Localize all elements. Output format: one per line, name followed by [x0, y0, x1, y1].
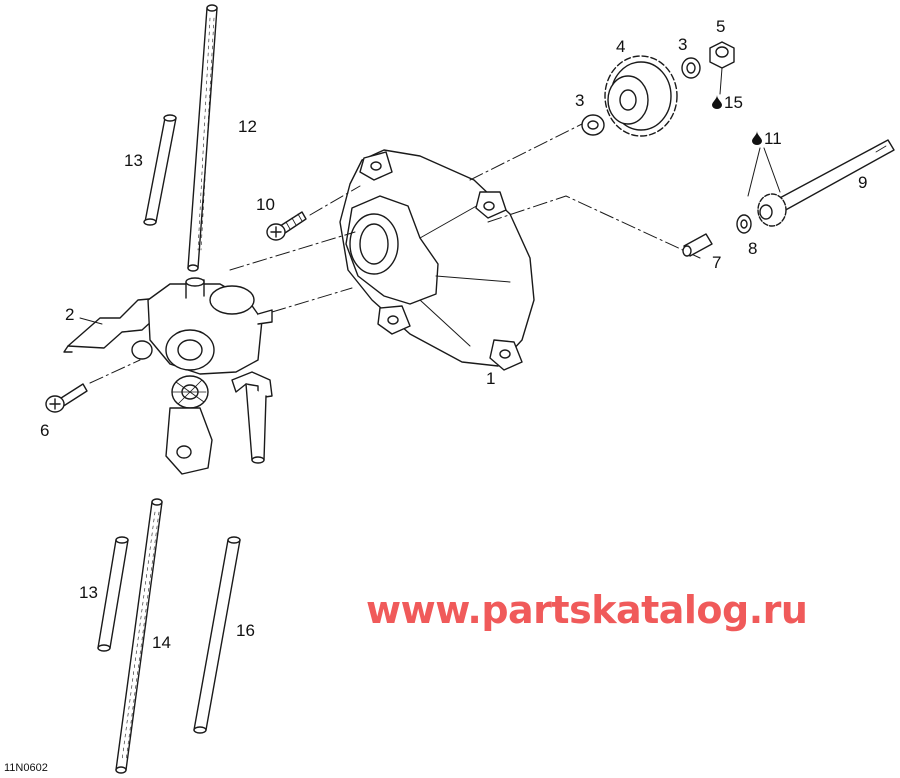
- part-label-10: 10: [256, 195, 275, 214]
- washer-3-top: [681, 57, 701, 79]
- screw-6: [45, 383, 88, 413]
- oil-pump: [63, 277, 273, 475]
- oil-drop-icon: [752, 131, 762, 145]
- part-label-11: 11: [752, 130, 782, 147]
- alignment-lines: [89, 123, 701, 384]
- part-label-16: 16: [236, 621, 255, 640]
- part-label-15: 15: [712, 94, 743, 111]
- part-label-1: 1: [486, 369, 496, 388]
- part-label-2: 2: [65, 305, 75, 324]
- gear-4: [604, 55, 678, 137]
- figure-code: 11N0602: [4, 762, 48, 774]
- screw-10: [266, 211, 307, 241]
- part-label-7: 7: [712, 253, 722, 272]
- part-label-8: 8: [748, 239, 758, 258]
- oil-drop-icon: [712, 95, 722, 109]
- part-label-13-top: 13: [124, 151, 143, 170]
- hose-13-bottom: [97, 536, 129, 652]
- hose-14: [115, 498, 163, 774]
- part-label-6: 6: [40, 421, 50, 440]
- part-label-5: 5: [716, 17, 726, 36]
- part-label-4: 4: [616, 37, 626, 56]
- part-label-15-number: 15: [724, 93, 743, 112]
- part-label-14: 14: [152, 633, 171, 652]
- part-label-11-number: 11: [764, 129, 782, 148]
- part-label-3-middle: 3: [575, 91, 585, 110]
- hose-12: [187, 4, 218, 272]
- watermark-text: www.partskatalog.ru: [366, 588, 808, 632]
- nut-5: [709, 41, 735, 69]
- part-label-3-top: 3: [678, 35, 688, 54]
- part-label-12: 12: [238, 117, 257, 136]
- pump-housing-cover: [339, 149, 535, 371]
- washer-3-middle: [581, 114, 605, 136]
- pin-7: [682, 233, 713, 257]
- hose-16: [193, 536, 241, 734]
- shaft-9: [757, 139, 895, 227]
- part-label-13-bottom: 13: [79, 583, 98, 602]
- washer-8: [736, 214, 752, 234]
- part-label-9: 9: [858, 173, 868, 192]
- hose-13-top: [143, 114, 177, 226]
